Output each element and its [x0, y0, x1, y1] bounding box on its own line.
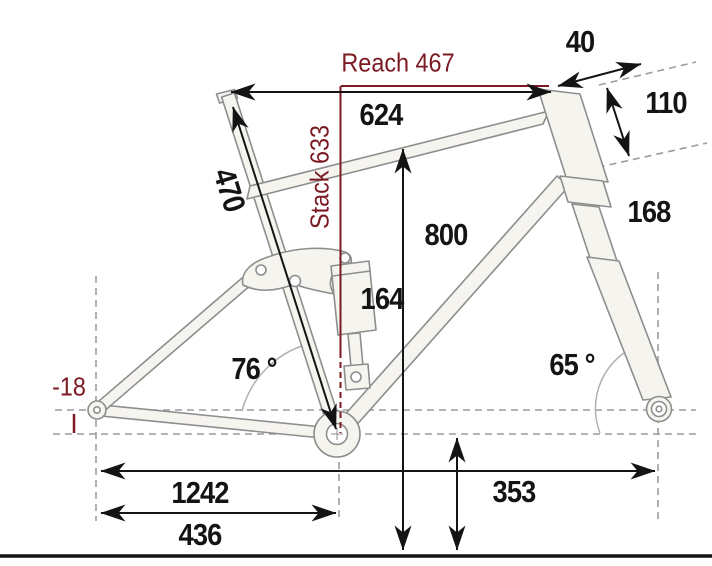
fork-stanchion — [571, 203, 618, 262]
bb-crosshair — [331, 428, 343, 440]
spacer-label: 40 — [565, 24, 595, 59]
fork-lowers — [586, 256, 672, 401]
dim-spacer-40 — [557, 62, 642, 88]
wheelbase-label: 1242 — [171, 475, 229, 510]
front-axle-center — [655, 405, 663, 413]
shock-label: 164 — [360, 281, 405, 316]
shock-lower-eyelet — [350, 371, 362, 383]
rocker-pivot-mid — [288, 274, 302, 288]
dim-head-tube-110 — [606, 87, 630, 157]
rear-axle-center — [93, 405, 102, 414]
fork-crown — [559, 175, 612, 208]
rocker-pivot-left — [255, 264, 267, 276]
bb-height-label: 353 — [492, 474, 537, 509]
head-tube-label: 110 — [645, 85, 687, 120]
bb-drop-label: -18 — [52, 371, 86, 402]
dimension-lines — [100, 62, 656, 551]
seat-angle-label: 76 ° — [231, 351, 277, 386]
fork-label: 168 — [627, 194, 672, 229]
head-tube — [537, 88, 609, 183]
standover-label: 800 — [424, 217, 469, 252]
shock-body-seam — [332, 270, 371, 277]
head-angle-label: 65 ° — [549, 347, 595, 382]
dim-seat-tube-470 — [232, 106, 337, 430]
stack-label: Stack 633 — [304, 124, 335, 230]
reach-label: Reach 467 — [341, 47, 455, 78]
shock-shaft — [347, 332, 364, 368]
bike-frame — [87, 88, 673, 458]
seatstay — [92, 264, 266, 415]
top-tube-label: 624 — [359, 97, 404, 132]
chainstay-label: 436 — [178, 517, 223, 552]
